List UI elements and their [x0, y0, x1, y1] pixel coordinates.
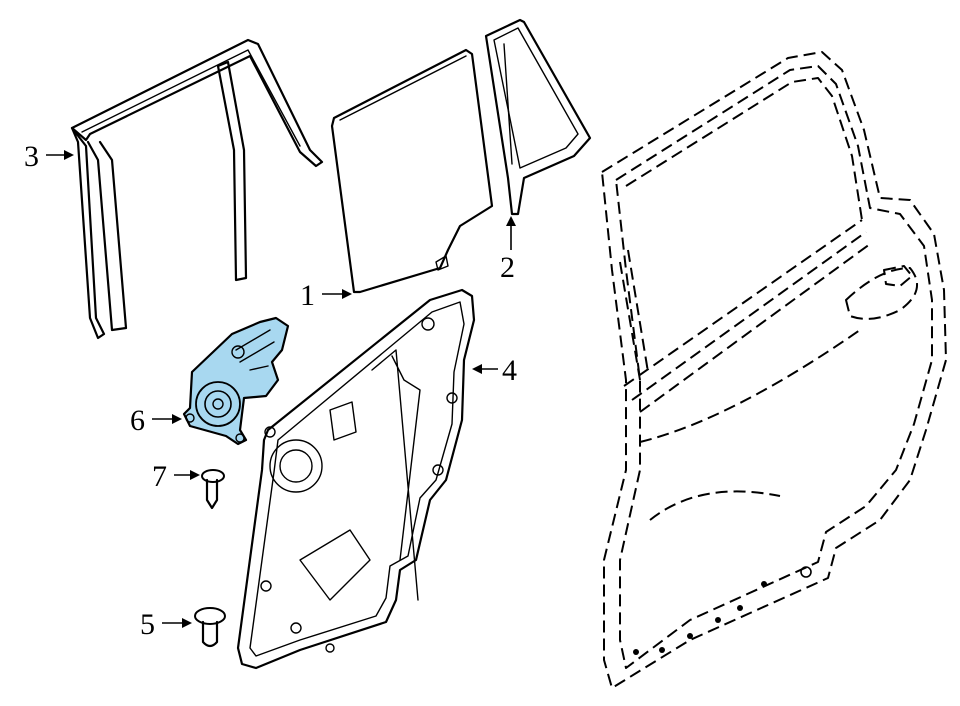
callout-label-3: 3 — [24, 140, 39, 173]
callout-6: 6 — [130, 404, 182, 437]
callout-5: 5 — [140, 608, 192, 641]
door-outline-reference — [601, 51, 947, 689]
window-regulator-panel-part — [236, 288, 476, 670]
callout-4: 4 — [472, 354, 517, 387]
callout-1: 1 — [300, 279, 352, 312]
callout-label-5: 5 — [140, 608, 155, 641]
callout-7: 7 — [152, 460, 200, 493]
callout-label-7: 7 — [152, 460, 167, 493]
panel-bolt-part — [194, 607, 226, 648]
motor-screw-part — [201, 469, 225, 510]
window-motor-part — [182, 316, 290, 446]
callout-label-4: 4 — [502, 354, 517, 387]
callout-3: 3 — [24, 140, 74, 173]
callout-2: 2 — [500, 216, 516, 284]
glass-run-channel-part — [70, 38, 324, 340]
fixed-quarter-glass-part — [484, 18, 592, 216]
callout-label-1: 1 — [300, 279, 315, 312]
callout-label-6: 6 — [130, 404, 145, 437]
door-glass-part — [330, 48, 494, 294]
callout-label-2: 2 — [500, 251, 515, 284]
